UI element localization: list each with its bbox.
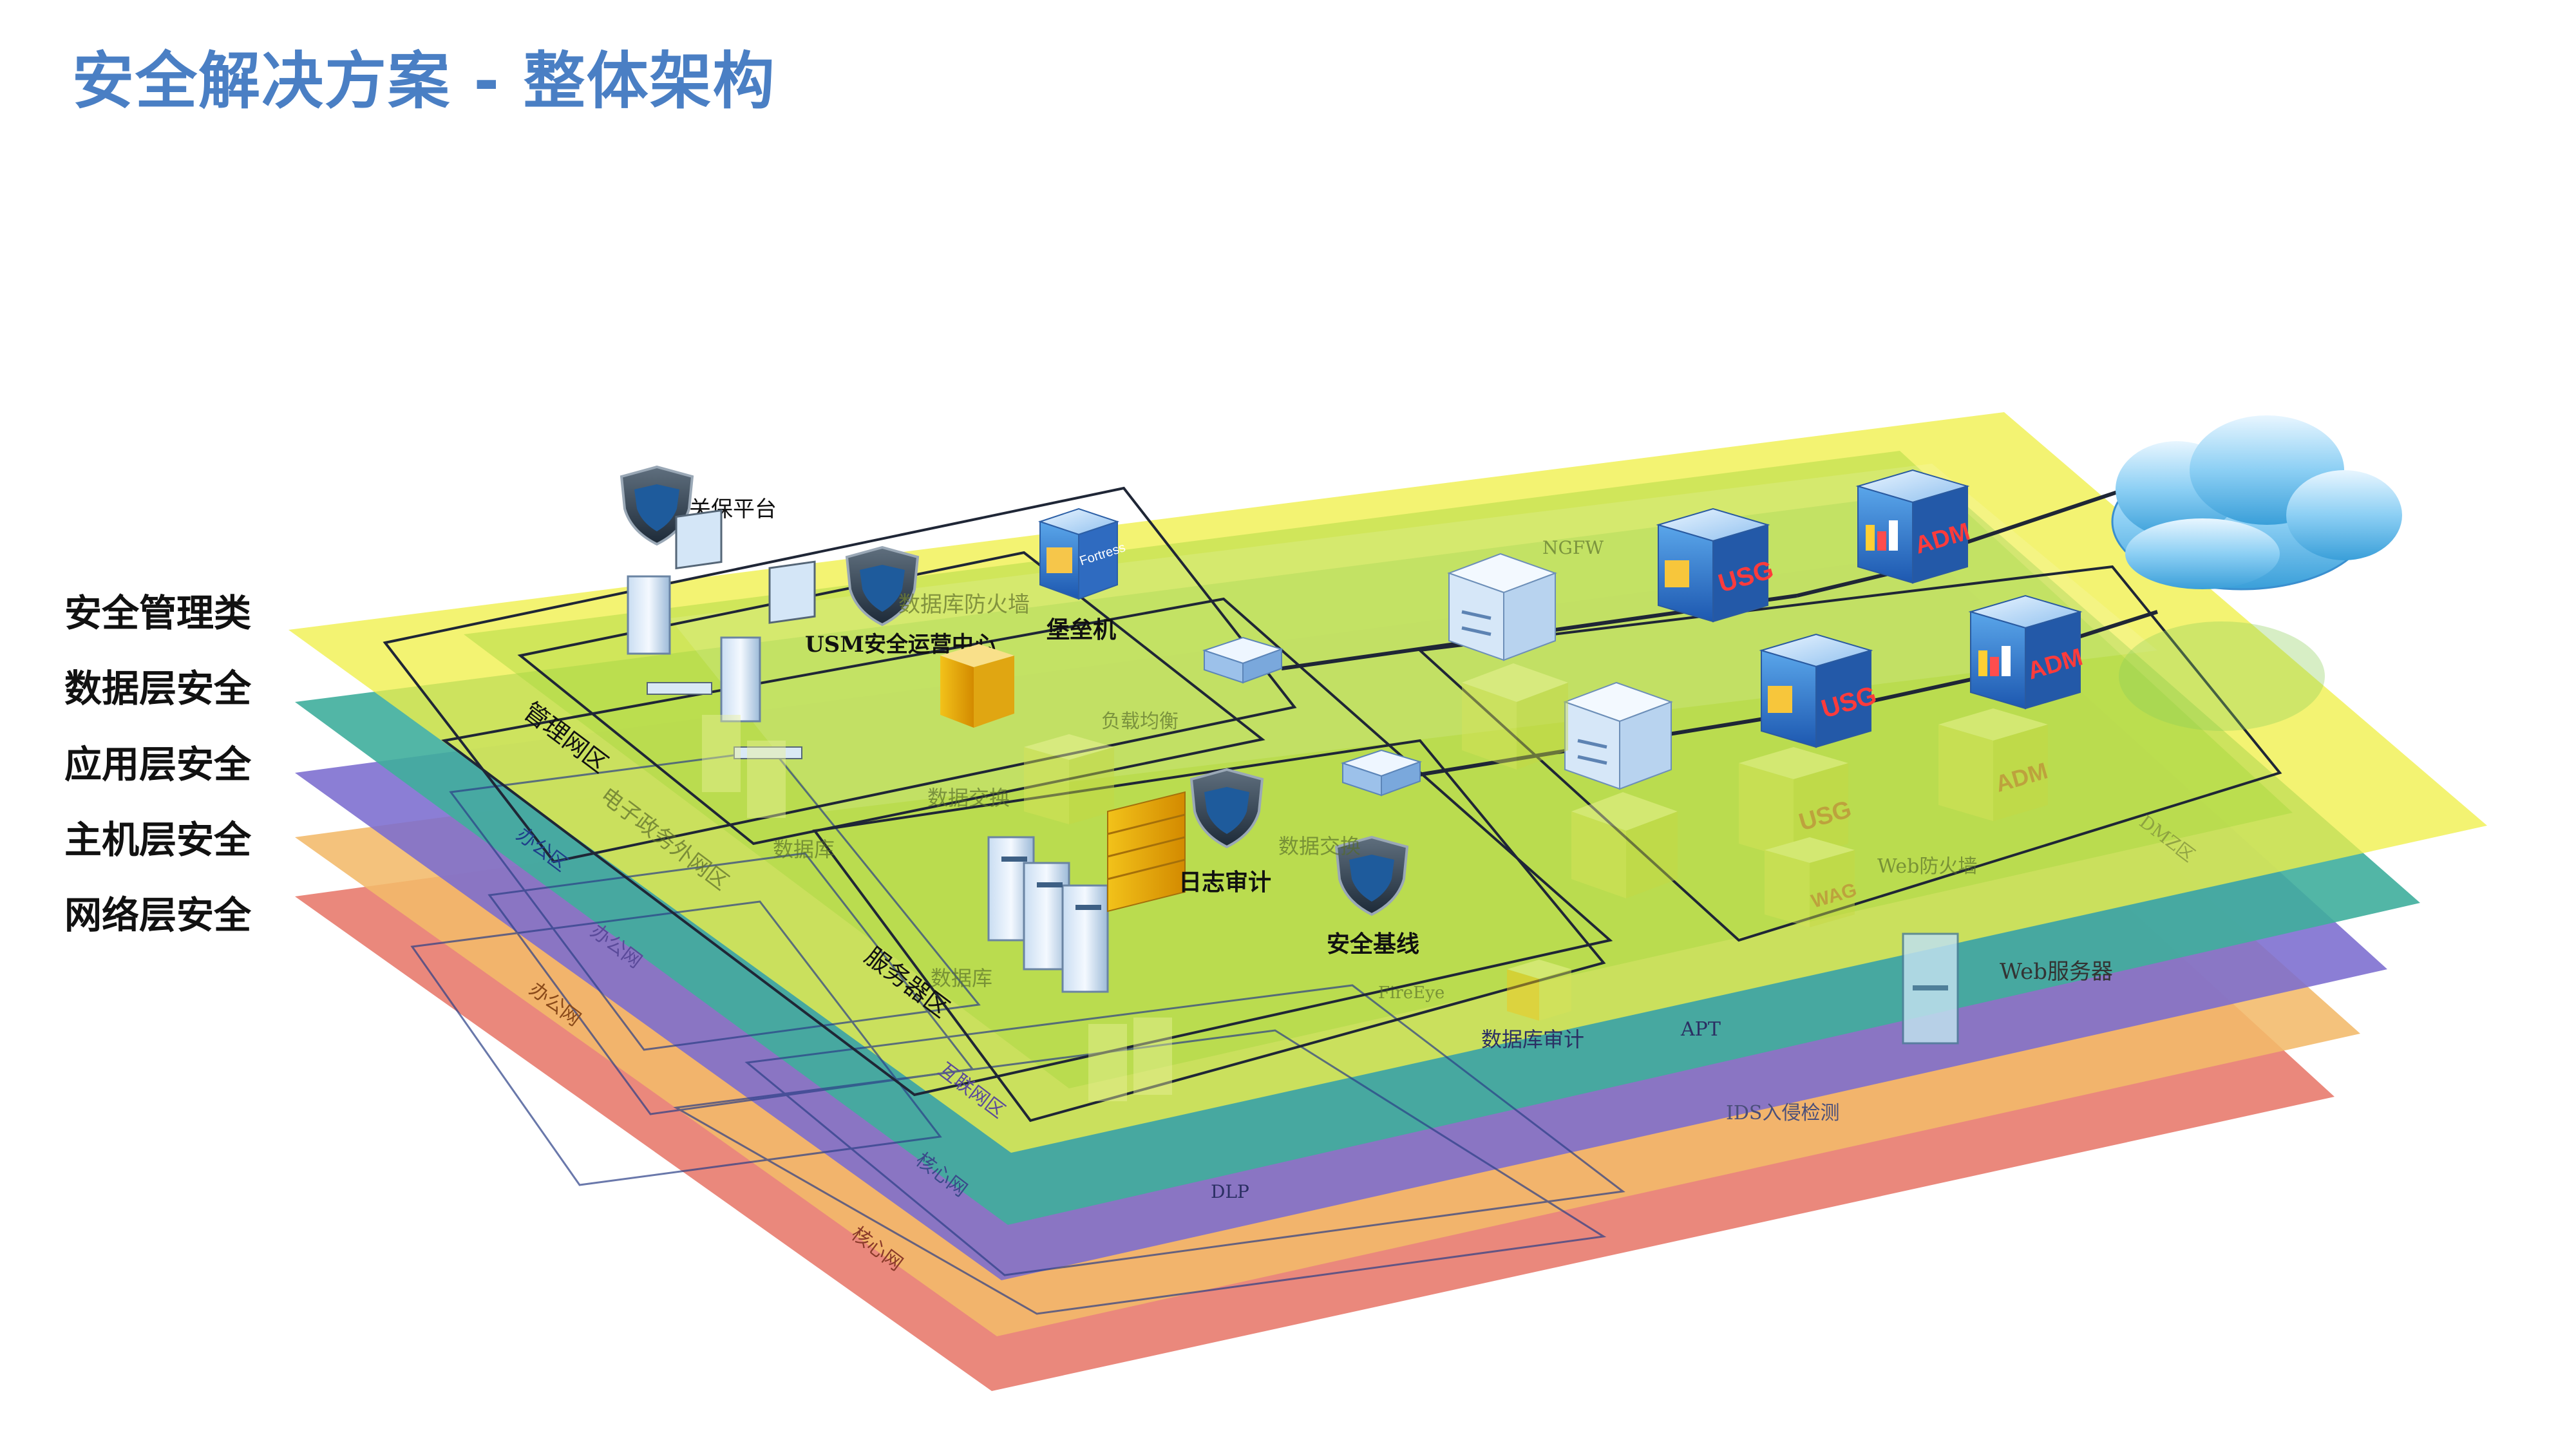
faded-lower-devices: USG ADM WAG	[702, 663, 2050, 1101]
db-audit-label: 数据库审计	[1481, 1027, 1584, 1052]
database-label: 数据库	[773, 837, 835, 862]
zone-office-outline-3	[410, 900, 942, 1186]
data-exchange-label: 数据交换	[927, 786, 1010, 810]
dlp-label: DLP	[1211, 1181, 1249, 1202]
zone-core-outline-1	[673, 1029, 1607, 1315]
layer-label-host-security: 主机层安全	[64, 818, 252, 862]
usg-firewall-icon: USG	[1759, 633, 1880, 748]
shield-icon	[1334, 835, 1409, 916]
adm-device-icon: ADM	[1855, 469, 1973, 584]
log-audit-label: 日志审计	[1179, 869, 1271, 896]
shield-icon	[845, 545, 920, 627]
load-balance-label: 负载均衡	[1101, 710, 1179, 733]
page-title: 安全解决方案 - 整体架构	[72, 45, 776, 117]
fireeye-label: FireEye	[1378, 983, 1444, 1003]
web-server-label: Web服务器	[2000, 959, 2113, 985]
underlying-network	[410, 749, 1625, 1315]
fireeye-device-icon	[1024, 734, 1114, 824]
zone-internet-outline	[744, 984, 1625, 1276]
shield-icon	[1189, 768, 1264, 849]
adm-device-icon: ADM	[1938, 708, 2050, 821]
router-icon	[1571, 792, 1678, 898]
zone-office-outline-1	[449, 749, 981, 1051]
db-audit-device-icon	[1507, 960, 1571, 1021]
router-icon	[1447, 553, 1557, 661]
usg-firewall-icon: USG	[1739, 747, 1855, 860]
security-baseline-label: 安全基线	[1327, 931, 1419, 958]
layer-label-network-security: 网络层安全	[64, 893, 252, 937]
db-firewall-label: 数据库防火墙	[898, 592, 1030, 618]
zone-dmz-outline	[1417, 565, 2282, 942]
apt-label: APT	[1680, 1018, 1721, 1041]
server-icon	[702, 715, 1172, 1101]
ids-label: IDS入侵检测	[1726, 1102, 1839, 1124]
switch-icon	[1202, 636, 1284, 684]
data-exchange-label: 数据交换	[1278, 834, 1361, 858]
top-plane-sheen	[670, 464, 2157, 811]
layer-label-security-management: 安全管理类	[64, 591, 252, 635]
switch-icon	[1340, 749, 1423, 797]
ngfw-label: NGFW	[1542, 537, 1604, 558]
lower-layer-labels: 数据库审计 APT IDS入侵检测 DLP	[1211, 1018, 1839, 1202]
database-label: 数据库	[931, 966, 992, 990]
waf-label: Web防火墙	[1877, 855, 1977, 878]
router-icon	[1462, 663, 1568, 770]
zone-office-outline-2	[488, 852, 974, 1115]
usg-firewall-icon: USG	[1656, 507, 1777, 623]
router-icon	[1563, 681, 1673, 790]
zone-management-outline	[383, 486, 1297, 864]
database-firewall-icon	[940, 644, 1014, 728]
bastion-host-label: 堡垒机	[1046, 616, 1116, 643]
workstation-icon	[627, 509, 816, 759]
faded-labels: NGFW 负载均衡 数据交换 数据库 数据交换 数据库 Web防火墙 FireE…	[773, 537, 1977, 1003]
adm-device-icon: ADM	[1968, 594, 2086, 710]
layer-label-data-security: 数据层安全	[64, 667, 252, 710]
web-server-icon	[1902, 933, 1959, 1045]
zone-ezone-outline	[441, 597, 1613, 1097]
shield-icon	[620, 465, 694, 546]
server-icon	[987, 836, 1109, 993]
firewall-icon	[1107, 791, 1186, 913]
bastion-host-icon: Fortress	[1037, 507, 1127, 600]
layer-label-application-security: 应用层安全	[64, 743, 252, 786]
internet-cloud-icon	[2111, 415, 2402, 731]
wag-device-icon: WAG	[1765, 837, 1859, 927]
